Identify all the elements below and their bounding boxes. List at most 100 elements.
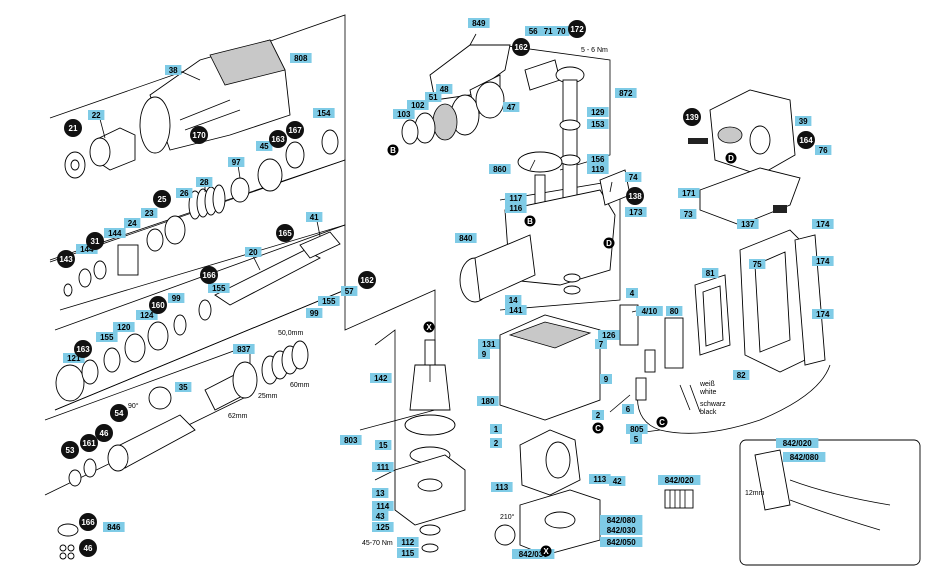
part-tag-56: 56 — [525, 26, 542, 36]
part-tag-text: 99 — [172, 294, 181, 303]
part-tag-2: 2 — [592, 410, 604, 420]
part-tag-23: 23 — [141, 208, 158, 218]
part-tag-57: 57 — [341, 286, 358, 296]
part-tag-text: 842/020 — [783, 439, 812, 448]
part-tag-805: 805 — [626, 424, 648, 434]
part-tag-803: 803 — [340, 435, 362, 445]
part-tag-125: 125 — [372, 522, 394, 532]
part-tag-171: 171 — [678, 188, 700, 198]
part-tag-80: 80 — [666, 306, 683, 316]
part-tag-174: 174 — [812, 219, 834, 229]
callout-circle-167: 167 — [286, 121, 304, 139]
callout-circle-text: 53 — [66, 446, 75, 455]
part-tag-113: 113 — [491, 482, 513, 492]
bottom-kit — [57, 523, 79, 560]
part-tag-74: 74 — [625, 172, 642, 182]
angle-note: 90° — [128, 402, 139, 410]
part-tag-137: 137 — [737, 219, 759, 229]
part-tag-13: 13 — [372, 488, 389, 498]
callout-circle-text: 161 — [82, 439, 96, 448]
part-tag-840: 840 — [455, 233, 477, 243]
marker-c: C — [656, 416, 668, 428]
switch-81 — [694, 274, 731, 356]
part-tag-text: 73 — [684, 210, 693, 219]
part-tag-text: 125 — [376, 523, 390, 532]
part-tag-text: 75 — [753, 260, 762, 269]
part-tag-text: 15 — [379, 441, 388, 450]
part-tag-text: 808 — [294, 54, 308, 63]
part-tag-text: 111 — [377, 463, 390, 472]
part-tag-1: 1 — [490, 424, 502, 434]
part-tag-text: 173 — [629, 208, 643, 217]
part-tag-text: 74 — [629, 173, 638, 182]
part-tag-9: 9 — [600, 374, 612, 384]
part-tag-70: 70 — [553, 26, 570, 36]
part-tag-text: 97 — [232, 158, 241, 167]
callout-circle-text: 163 — [76, 345, 90, 354]
dim-60mm: 60mm — [290, 382, 310, 389]
part-tag-text: 144 — [108, 229, 122, 238]
callout-circle-text: 46 — [100, 429, 109, 438]
marker-x: X — [540, 545, 552, 557]
part-tag-808: 808 — [290, 53, 312, 63]
part-tag-text: 155 — [212, 284, 226, 293]
marker-d: D — [603, 237, 615, 249]
part-tag-text: 155 — [322, 297, 336, 306]
callout-circle-text: 167 — [288, 126, 302, 135]
part-tag-text: 156 — [591, 155, 605, 164]
callout-circle-164: 164 — [797, 131, 815, 149]
part-tag-text: 842/020 — [665, 476, 694, 485]
cable-5 — [635, 364, 831, 434]
part-tag-872: 872 — [615, 88, 637, 98]
part-tag-47: 47 — [503, 102, 520, 112]
part-tag-842-030: 842/030 — [512, 549, 555, 559]
marker-text: D — [606, 239, 612, 248]
callout-circle-text: 166 — [202, 271, 216, 280]
part-tag-82: 82 — [733, 370, 750, 380]
sleeve-22 — [89, 127, 136, 171]
part-tag-174: 174 — [812, 309, 834, 319]
part-tag-text: 4 — [630, 289, 635, 298]
part-tag-120: 120 — [113, 322, 135, 332]
part-tag-text: 24 — [128, 219, 137, 228]
part-tag-9: 9 — [478, 349, 490, 359]
part-tag-846: 846 — [103, 522, 125, 532]
part-tag-6: 6 — [622, 404, 634, 414]
field-coil-1 — [519, 429, 581, 496]
part-tag-75: 75 — [749, 259, 766, 269]
tool-holder-20 — [214, 231, 341, 306]
marker-text: C — [659, 418, 665, 427]
part-tag-text: 840 — [459, 234, 473, 243]
dim-50mm: 50,0mm — [278, 330, 303, 337]
part-tag-text: 7 — [599, 340, 604, 349]
part-tag-51: 51 — [425, 92, 442, 102]
part-tag-41: 41 — [306, 212, 323, 222]
callout-circle-138: 138 — [626, 187, 644, 205]
part-tag-text: 174 — [816, 220, 830, 229]
callout-circle-text: 21 — [69, 124, 78, 133]
part-tag-text: 872 — [619, 89, 633, 98]
callout-circle-53: 53 — [61, 441, 79, 459]
callout-circle-text: 143 — [59, 255, 73, 264]
part-tag-text: 9 — [482, 350, 487, 359]
callout-circle-170: 170 — [190, 126, 208, 144]
part-tag-180: 180 — [477, 396, 499, 406]
part-tag-text: 153 — [591, 120, 605, 129]
part-tag-text: 849 — [472, 19, 486, 28]
marker-x: X — [423, 321, 435, 333]
marker-text: D — [728, 154, 734, 163]
part-tag-text: 842/030 — [607, 526, 636, 535]
hammer-housing-38 — [139, 39, 291, 154]
part-tag-144: 144 — [104, 228, 126, 238]
callout-circle-143: 143 — [57, 250, 75, 268]
part-tag-text: 45 — [260, 142, 269, 151]
part-tag-text: 51 — [429, 93, 438, 102]
part-tag-text: 112 — [401, 538, 414, 547]
part-tag-129: 129 — [587, 107, 609, 117]
motor-housing-131 — [499, 314, 601, 421]
part-tag-4-10: 4/10 — [636, 306, 663, 316]
part-tag-text: 57 — [345, 287, 354, 296]
